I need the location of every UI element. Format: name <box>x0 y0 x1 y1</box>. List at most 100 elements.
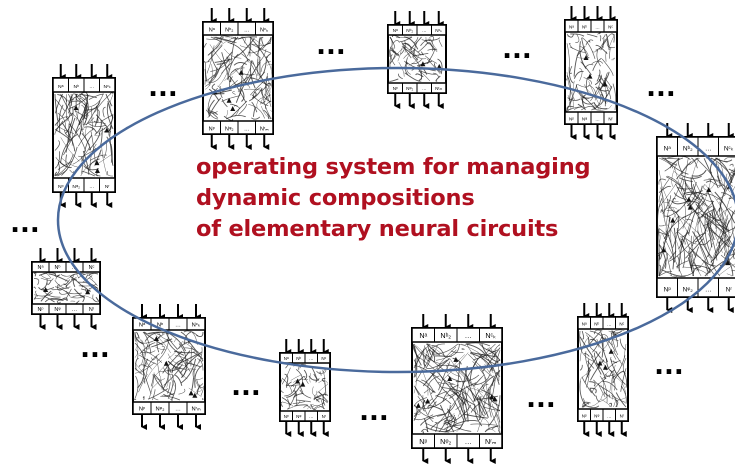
input-neuron-label: … <box>175 323 181 329</box>
output-neuron-label: Nʳ <box>726 287 733 294</box>
input-neuron-label: Nᵃ <box>664 146 672 153</box>
output-neuron-label: … <box>89 185 94 190</box>
input-neuron-label: Nᶜₖ <box>485 331 496 340</box>
caption-line-2: dynamic compositions <box>196 185 475 211</box>
input-neuron-label: Nᵇ₂ <box>440 331 451 340</box>
input-neuron-label: Nᵇ₂ <box>683 146 693 153</box>
ellipsis-mark: ... <box>80 334 110 364</box>
input-neuron-label: Nᵃ <box>569 25 574 30</box>
input-neuron-label: Nᵇ <box>55 265 61 271</box>
ellipsis-mark: ... <box>646 73 676 103</box>
output-neuron-label: Nᵖ <box>419 437 427 446</box>
output-neuron-label: Nᵠ <box>594 414 599 419</box>
output-neuron-label: Nᵖ <box>38 307 44 313</box>
ellipsis-mark: ... <box>502 35 532 65</box>
input-neuron-label: … <box>607 322 612 327</box>
output-neuron-label: Nʳ <box>105 184 111 190</box>
ellipsis-mark: ... <box>316 31 346 61</box>
output-neuron-label: Nʳₘ <box>260 125 269 132</box>
input-neuron-label: Nᵇ₂ <box>406 28 413 33</box>
output-neuron-label: … <box>72 307 77 313</box>
circuits-layer: NᵃNᵖNᵇNᵠ₂……NᶜₖNʳNᵃNᵖNᵇ₂Nᵠ₂……NᶜₖNʳₘNᵃNᵖNᵇ… <box>31 6 735 464</box>
input-neuron-label: … <box>244 27 250 33</box>
output-neuron-label: Nᵖ <box>139 407 146 413</box>
output-neuron-label: Nᵠ₂ <box>406 86 413 91</box>
output-neuron-label: Nᵖ <box>582 414 587 419</box>
output-neuron-label: … <box>705 287 712 294</box>
input-neuron-label: Nᶜ <box>619 322 624 327</box>
ellipsis-mark: ... <box>10 209 40 239</box>
output-neuron-label: … <box>309 414 314 419</box>
output-neuron-label: Nᵠ₂ <box>72 184 80 190</box>
input-neuron-label: Nᵃ <box>284 356 289 361</box>
ellipsis-mark: ... <box>231 372 261 402</box>
output-neuron-label: Nʳₘ <box>435 86 442 91</box>
neuron-tangle <box>33 271 100 305</box>
neuron-tangle <box>657 155 735 278</box>
output-neuron-label: … <box>595 117 600 122</box>
ellipsis-mark: ... <box>148 73 178 103</box>
output-neuron-label: Nᵠ₂ <box>683 287 694 294</box>
input-neuron-label: Nᶜₖ <box>435 28 442 33</box>
os-caption: operating system for managing dynamic co… <box>196 152 626 245</box>
input-neuron-label: Nᵃ <box>209 27 216 33</box>
input-neuron-label: … <box>705 146 712 153</box>
input-neuron-label: Nᵇ <box>296 356 301 361</box>
output-neuron-label: Nʳ <box>608 117 612 122</box>
input-neuron-label: Nᵃ <box>58 84 64 90</box>
output-neuron-label: Nʳₘ <box>485 437 496 446</box>
output-neuron-label: Nᵠ₂ <box>440 437 451 446</box>
output-neuron-label: Nʳ <box>89 307 95 313</box>
input-neuron-label: Nᵇ <box>594 322 599 327</box>
output-neuron-label: Nᵠ₂ <box>225 126 234 132</box>
input-neuron-label: Nᶜ <box>321 356 326 361</box>
neuron-tangle <box>389 34 443 82</box>
output-neuron-label: Nᵖ <box>664 287 672 294</box>
output-neuron-label: … <box>607 414 612 419</box>
output-neuron-label: … <box>244 126 250 132</box>
input-neuron-label: Nᶜₖ <box>724 146 734 153</box>
input-neuron-label: … <box>595 25 600 30</box>
output-neuron-label: Nᵠ <box>296 414 301 419</box>
output-neuron-label: Nᵠ <box>582 117 587 122</box>
output-neuron-label: Nʳ <box>620 414 624 419</box>
neuron-tangle <box>134 330 204 402</box>
caption-line-3: of elementary neural circuits <box>196 216 559 242</box>
input-neuron-label: Nᵇ <box>582 25 587 30</box>
ellipsis-mark: ... <box>654 351 684 381</box>
input-neuron-label: Nᵇ <box>74 84 80 90</box>
output-neuron-label: Nʳₘ <box>191 406 201 413</box>
input-neuron-label: Nᵃ <box>419 331 427 340</box>
input-neuron-label: … <box>309 356 314 361</box>
ellipsis-layer: .............................. <box>10 31 684 427</box>
input-neuron-label: Nᵃ <box>139 323 146 329</box>
output-neuron-label: Nᵖ <box>58 184 64 190</box>
output-neuron-label: Nᵠ <box>54 307 61 313</box>
input-neuron-label: Nᶜₖ <box>260 27 269 33</box>
neuron-tangle <box>279 363 329 411</box>
output-neuron-label: Nʳ <box>322 414 326 419</box>
output-neuron-label: Nᵖ <box>284 414 289 419</box>
output-neuron-label: Nᵠ₂ <box>156 407 165 413</box>
operating-system-ellipse <box>56 66 735 374</box>
input-neuron-label: Nᶜ <box>608 25 613 30</box>
input-neuron-label: … <box>422 28 427 33</box>
input-neuron-label: Nᵃ <box>582 322 587 327</box>
input-neuron-label: Nᶜₖ <box>104 84 111 90</box>
output-neuron-label: Nᵖ <box>569 117 574 122</box>
neuron-tangle <box>412 342 501 434</box>
neuron-tangle <box>54 91 114 177</box>
output-neuron-label: … <box>175 407 181 413</box>
ellipsis-mark: ... <box>359 397 389 427</box>
output-neuron-label: Nᵖ <box>209 126 215 132</box>
input-neuron-label: Nᵇ₂ <box>225 26 233 33</box>
caption-line-1: operating system for managing <box>196 154 591 180</box>
